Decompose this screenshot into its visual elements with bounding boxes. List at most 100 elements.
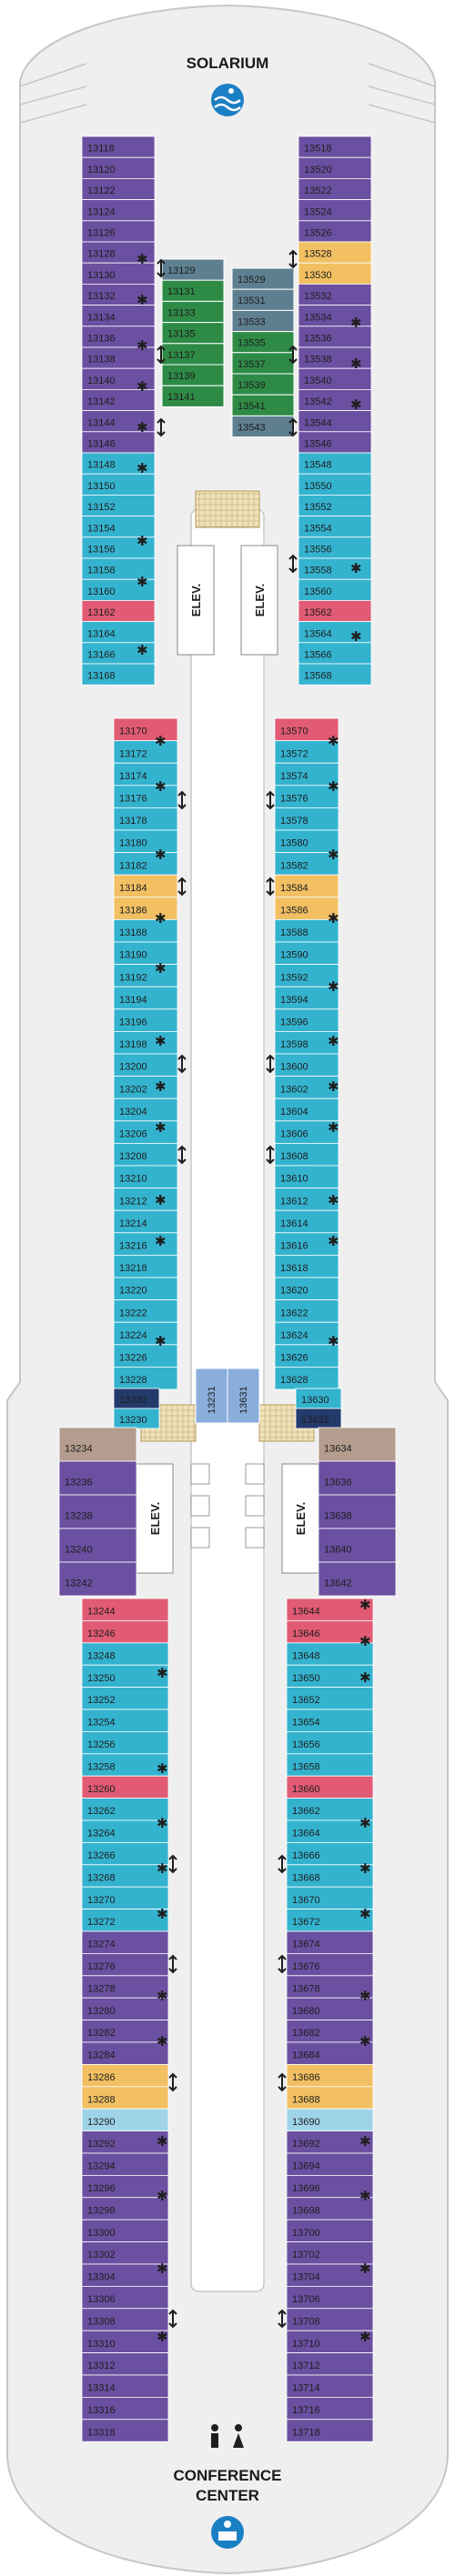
cabin-cell[interactable] xyxy=(81,2396,169,2421)
cabin-13616[interactable]: 13616 xyxy=(274,1232,339,1256)
cabin-13138[interactable]: 13138 xyxy=(81,346,156,369)
cabin-cell[interactable] xyxy=(318,1528,397,1563)
cabin-13562[interactable]: 13562 xyxy=(298,600,372,623)
cabin-13631[interactable]: 13631 xyxy=(227,1368,260,1424)
cabin-cell[interactable] xyxy=(286,2308,374,2331)
cabin-13676[interactable]: 13676 xyxy=(286,1952,374,1977)
cabin-cell[interactable] xyxy=(113,986,178,1010)
cabin-cell[interactable] xyxy=(274,964,339,987)
cabin-13533[interactable]: 13533 xyxy=(231,309,295,333)
cabin-13539[interactable]: 13539 xyxy=(231,373,295,396)
cabin-cell[interactable] xyxy=(81,2263,169,2287)
cabin-13164[interactable]: 13164 xyxy=(81,621,156,644)
cabin-13150[interactable]: 13150 xyxy=(81,473,156,496)
cabin-cell[interactable] xyxy=(274,1255,339,1278)
cabin-cell[interactable] xyxy=(286,1664,374,1688)
cabin-13176[interactable]: 13176 xyxy=(113,785,178,808)
cabin-13224[interactable]: 13224 xyxy=(113,1321,178,1346)
cabin-13300[interactable]: 13300 xyxy=(81,2219,169,2242)
cabin-13236[interactable]: 13236 xyxy=(58,1460,137,1496)
cabin-13304[interactable]: 13304 xyxy=(81,2263,169,2287)
cabin-13704[interactable]: 13704 xyxy=(286,2263,374,2287)
cabin-13170[interactable]: 13170 xyxy=(113,717,178,742)
cabin-cell[interactable] xyxy=(81,2219,169,2242)
cabin-cell[interactable] xyxy=(81,1775,169,1799)
cabin-13262[interactable]: 13262 xyxy=(81,1798,169,1821)
cabin-13706[interactable]: 13706 xyxy=(286,2285,374,2310)
cabin-cell[interactable] xyxy=(286,1930,374,1954)
cabin-cell[interactable] xyxy=(58,1427,137,1462)
cabin-13152[interactable]: 13152 xyxy=(81,495,156,517)
cabin-13276[interactable]: 13276 xyxy=(81,1952,169,1977)
cabin-13710[interactable]: 13710 xyxy=(286,2330,374,2353)
cabin-13270[interactable]: 13270 xyxy=(81,1886,169,1909)
cabin-13588[interactable]: 13588 xyxy=(274,919,339,943)
cabin-13166[interactable]: 13166 xyxy=(81,642,156,665)
cabin-13674[interactable]: 13674 xyxy=(286,1930,374,1954)
cabin-cell[interactable] xyxy=(274,1188,339,1211)
cabin-13600[interactable]: 13600 xyxy=(274,1053,339,1078)
cabin-cell[interactable] xyxy=(113,852,178,876)
cabin-13318[interactable]: 13318 xyxy=(81,2419,169,2442)
cabin-cell[interactable] xyxy=(81,2419,169,2442)
cabin-13196[interactable]: 13196 xyxy=(113,1008,178,1032)
cabin-13608[interactable]: 13608 xyxy=(274,1143,339,1167)
cabin-13246[interactable]: 13246 xyxy=(81,1620,169,1644)
cabin-13688[interactable]: 13688 xyxy=(286,2086,374,2110)
cabin-13698[interactable]: 13698 xyxy=(286,2197,374,2220)
cabin-13240[interactable]: 13240 xyxy=(58,1528,137,1563)
cabin-cell[interactable] xyxy=(286,1997,374,2020)
cabin-13586[interactable]: 13586 xyxy=(274,897,339,920)
cabin-13662[interactable]: 13662 xyxy=(286,1798,374,1821)
cabin-13612[interactable]: 13612 xyxy=(274,1188,339,1211)
cabin-13242[interactable]: 13242 xyxy=(58,1561,137,1597)
cabin-13312[interactable]: 13312 xyxy=(81,2352,169,2376)
cabin-13624[interactable]: 13624 xyxy=(274,1321,339,1346)
cabin-13672[interactable]: 13672 xyxy=(286,1909,374,1932)
cabin-cell[interactable] xyxy=(274,1098,339,1122)
cabin-13646[interactable]: 13646 xyxy=(286,1620,374,1644)
cabin-13572[interactable]: 13572 xyxy=(274,740,339,764)
cabin-13190[interactable]: 13190 xyxy=(113,941,178,966)
cabin-cell[interactable] xyxy=(113,874,178,898)
cabin-cell[interactable] xyxy=(195,1368,228,1424)
cabin-cell[interactable] xyxy=(113,717,178,742)
cabin-13126[interactable]: 13126 xyxy=(81,220,156,243)
cabin-13188[interactable]: 13188 xyxy=(113,919,178,943)
cabin-13590[interactable]: 13590 xyxy=(274,941,339,966)
cabin-13654[interactable]: 13654 xyxy=(286,1709,374,1732)
cabin-13660[interactable]: 13660 xyxy=(286,1775,374,1799)
cabin-cell[interactable] xyxy=(318,1494,397,1529)
cabin-cell[interactable] xyxy=(113,1053,178,1078)
cabin-13602[interactable]: 13602 xyxy=(274,1076,339,1099)
cabin-cell[interactable] xyxy=(81,1731,169,1755)
cabin-13596[interactable]: 13596 xyxy=(274,1008,339,1032)
cabin-cell[interactable] xyxy=(274,740,339,764)
cabin-13610[interactable]: 13610 xyxy=(274,1165,339,1189)
cabin-cell[interactable] xyxy=(286,1620,374,1644)
cabin-13174[interactable]: 13174 xyxy=(113,762,178,787)
cabin-13231[interactable]: 13231 xyxy=(195,1368,228,1424)
cabin-13137[interactable]: 13137 xyxy=(161,343,225,366)
cabin-cell[interactable] xyxy=(286,1909,374,1932)
cabin-13260[interactable]: 13260 xyxy=(81,1775,169,1799)
cabin-13686[interactable]: 13686 xyxy=(286,2063,374,2088)
cabin-cell[interactable] xyxy=(286,1687,374,1710)
cabin-13520[interactable]: 13520 xyxy=(298,156,372,179)
cabin-13222[interactable]: 13222 xyxy=(113,1299,178,1323)
cabin-cell[interactable] xyxy=(113,785,178,808)
cabin-13278[interactable]: 13278 xyxy=(81,1975,169,1999)
cabin-cell[interactable] xyxy=(318,1427,397,1462)
cabin-cell[interactable] xyxy=(274,1344,339,1368)
cabin-cell[interactable] xyxy=(286,2419,374,2442)
cabin-13622[interactable]: 13622 xyxy=(274,1299,339,1323)
cabin-13148[interactable]: 13148 xyxy=(81,452,156,475)
cabin-13716[interactable]: 13716 xyxy=(286,2396,374,2421)
cabin-cell[interactable] xyxy=(113,941,178,966)
cabin-13566[interactable]: 13566 xyxy=(298,642,372,665)
cabin-13248[interactable]: 13248 xyxy=(81,1642,169,1666)
cabin-13694[interactable]: 13694 xyxy=(286,2152,374,2176)
cabin-cell[interactable] xyxy=(274,1367,339,1390)
cabin-cell[interactable] xyxy=(274,874,339,898)
cabin-cell[interactable] xyxy=(81,1753,169,1777)
